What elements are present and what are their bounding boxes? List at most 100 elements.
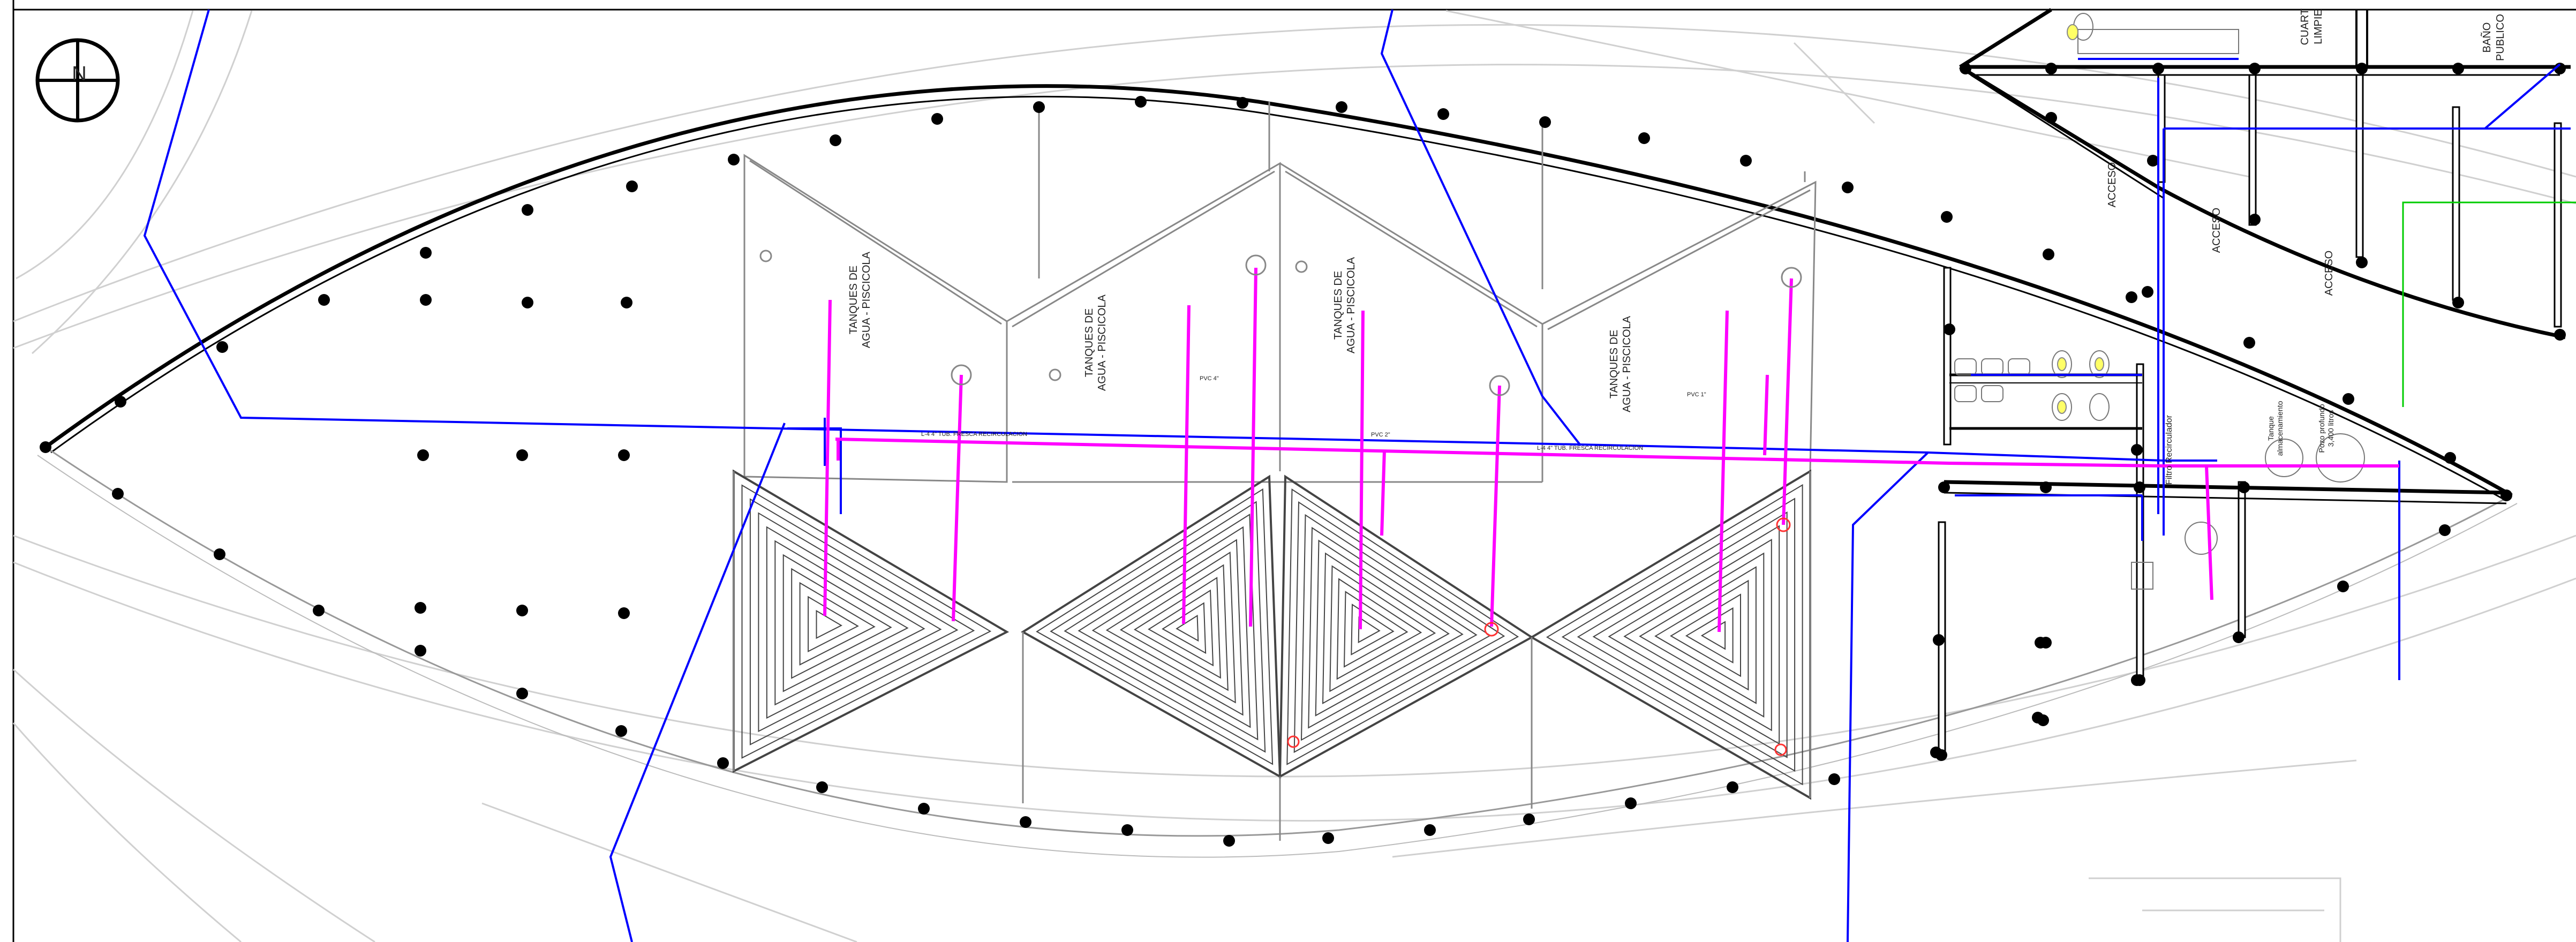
pyramid-tank-ring	[1561, 498, 1796, 772]
column-dot	[516, 605, 528, 616]
column-dot	[931, 113, 943, 125]
pool-label-line2: AGUA - PISCICOLA	[1096, 294, 1108, 391]
pipe-tag-pvc: PVC 1"	[1687, 391, 1706, 398]
pyramid-tank-ring	[1654, 579, 1749, 691]
column-dot	[2452, 297, 2464, 308]
pool-label-line2: AGUA - PISCICOLA	[861, 251, 872, 348]
water-supply-lines	[143, 9, 2571, 942]
pyramid-tanks	[733, 469, 1811, 800]
pyramid-tank-ring	[758, 512, 959, 733]
column-dot	[417, 449, 429, 461]
equipment-label-pozo: Pozo profundo	[2317, 404, 2326, 453]
room-label-cuarto-limpieza: LIMPIE	[2313, 9, 2324, 44]
column-dot	[2126, 291, 2137, 303]
room-label-acceso: ACCESO	[2106, 162, 2118, 207]
column-dot	[2444, 452, 2456, 464]
pyramid-tank-ring	[1078, 526, 1251, 728]
column-dot	[420, 294, 432, 306]
column-dot	[2243, 337, 2255, 349]
pool-label-1: TANQUES DE AGUA - PISCICOLA	[848, 251, 872, 348]
pyramid-tank-ring	[1148, 589, 1214, 667]
column-dot	[728, 154, 740, 165]
pyramid-tank-ring	[1091, 539, 1244, 716]
column-dot	[112, 488, 124, 500]
irrigation-line	[2402, 201, 2576, 407]
pool-label-line1: TANQUES DE	[1608, 330, 1620, 399]
pyramid-tank-ring	[1546, 484, 1803, 786]
restroom-block	[1938, 13, 2507, 759]
north-letter: N	[72, 63, 86, 85]
column-dot	[618, 607, 630, 619]
column-dot	[2147, 155, 2159, 167]
column-dot	[1523, 813, 1535, 825]
pipe-tag-pvc: PVC 2"	[1371, 432, 1390, 438]
column-dot	[1941, 211, 1953, 223]
pyramid-tank-ring	[1608, 539, 1772, 732]
building-outline	[37, 84, 2518, 858]
pyramid-tank-ring	[1322, 552, 1450, 705]
pool-label-line2: AGUA - PISCICOLA	[1621, 315, 1633, 412]
column-dot	[1960, 63, 1971, 74]
column-dot	[522, 204, 533, 216]
pyramid-tank-ring	[1105, 551, 1236, 704]
equipment-label-capacidad: 3,400 litros	[2326, 410, 2335, 447]
column-dot	[1539, 116, 1551, 128]
column-dot	[1424, 824, 1436, 836]
pyramid-tank-ring	[741, 484, 992, 759]
column-dot	[2045, 63, 2057, 74]
service-wing-outline	[1959, 8, 2571, 340]
column-dot	[318, 294, 330, 306]
column-dot	[2043, 248, 2054, 260]
pyramid-tank-ring	[1064, 514, 1259, 741]
site-background-lines	[12, 10, 2576, 942]
column-dot	[621, 297, 632, 308]
pyramid-tank-ring	[1315, 539, 1464, 717]
pyramid-tank-ring	[1336, 578, 1422, 680]
column-dot	[2040, 481, 2052, 493]
column-dot	[2342, 393, 2354, 405]
pyramid-tank-ring	[749, 498, 975, 745]
column-dot	[2142, 286, 2153, 298]
pyramid-tank-ring	[816, 609, 842, 639]
column-dot	[816, 781, 828, 793]
column-dot	[1935, 749, 1947, 761]
column-dot	[2249, 214, 2261, 225]
recirculation-lines	[823, 267, 2399, 632]
pyramid-tank-ring	[1639, 566, 1757, 704]
column-dot	[40, 441, 51, 453]
valve-markers	[759, 250, 1802, 396]
pipe-tag-pvc: PVC 4"	[1200, 375, 1219, 382]
column-dot	[1727, 781, 1738, 793]
room-label-bano-publico: BAÑO	[2480, 22, 2493, 53]
column-dot	[522, 297, 533, 308]
equipment-label-tanque: Tanque	[2266, 416, 2275, 441]
column-dot	[2233, 631, 2244, 643]
column-dot	[1638, 132, 1650, 144]
pyramid-tank-ring	[1119, 564, 1229, 691]
pyramid-tank-ring	[1050, 501, 1266, 753]
column-dot	[2356, 63, 2368, 74]
column-dot	[2439, 524, 2451, 536]
pyramid-tank-ring	[1592, 525, 1780, 745]
pyramid-tank-ring	[791, 568, 892, 679]
column-dot	[2152, 63, 2164, 74]
column-dot	[2035, 637, 2046, 649]
pyramid-tank-ring	[1286, 488, 1519, 765]
pyramid-tank-ring	[1351, 604, 1395, 655]
room-label-acceso: ACCESO	[2211, 208, 2223, 253]
pyramid-tank-ring	[1685, 607, 1734, 664]
pool-label-line1: TANQUES DE	[1083, 308, 1095, 378]
column-dot	[313, 605, 325, 616]
column-dot	[2500, 489, 2512, 501]
pyramid-tank-ring	[1176, 614, 1199, 642]
column-dot	[618, 449, 630, 461]
pool-label-line1: TANQUES DE	[848, 266, 860, 335]
column-dot	[2337, 581, 2349, 592]
column-dot	[2249, 63, 2261, 74]
column-dot	[516, 449, 528, 461]
column-dot	[516, 688, 528, 699]
column-dot	[1135, 96, 1147, 108]
column-dot	[2356, 257, 2368, 268]
room-label-acceso: ACCESO	[2323, 251, 2335, 296]
pyramid-tank-ring	[1670, 593, 1741, 677]
